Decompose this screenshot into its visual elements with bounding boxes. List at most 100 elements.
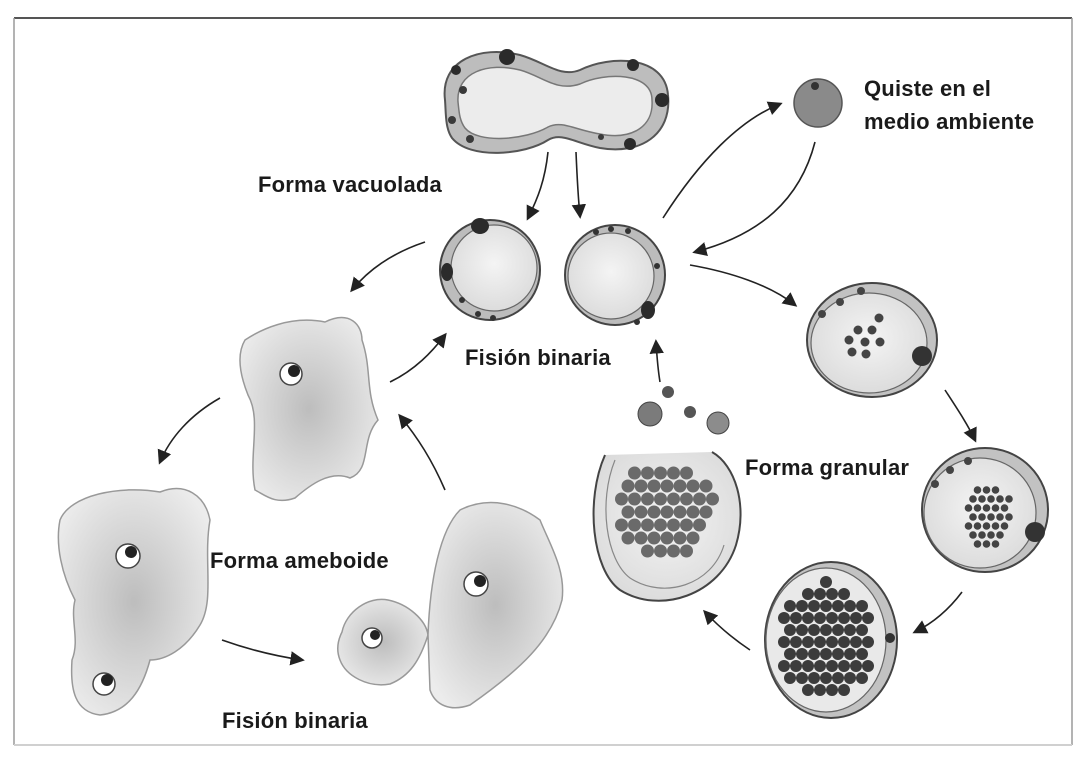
- granule: [820, 624, 832, 636]
- granule: [808, 624, 820, 636]
- daughter-cell-left: [440, 218, 540, 321]
- granule: [832, 648, 844, 660]
- granule: [826, 612, 838, 624]
- granular-cell-bursting: [594, 386, 741, 601]
- granule: [814, 636, 826, 648]
- granule: [674, 532, 687, 545]
- granule: [832, 624, 844, 636]
- granule: [996, 531, 1004, 539]
- granule: [674, 480, 687, 493]
- granule: [969, 495, 977, 503]
- granule: [974, 486, 982, 494]
- granule: [820, 648, 832, 660]
- granule: [667, 467, 680, 480]
- granule: [987, 531, 995, 539]
- granule: [784, 624, 796, 636]
- granule: [778, 636, 790, 648]
- granule: [996, 495, 1004, 503]
- granule: [693, 493, 706, 506]
- granule: [978, 495, 986, 503]
- granule: [814, 612, 826, 624]
- granule: [802, 588, 814, 600]
- granule: [790, 660, 802, 672]
- amoeboid-left: [58, 489, 210, 715]
- granular-cell-2: [922, 448, 1048, 572]
- label-quiste-line2: medio ambiente: [864, 105, 1034, 138]
- granule: [641, 493, 654, 506]
- granule: [628, 493, 641, 506]
- granule: [680, 493, 693, 506]
- granule: [615, 493, 628, 506]
- cyst: [794, 79, 842, 127]
- granule: [802, 660, 814, 672]
- granule: [661, 480, 674, 493]
- granule: [635, 532, 648, 545]
- granule: [1005, 513, 1013, 521]
- granule: [796, 672, 808, 684]
- granule: [978, 531, 986, 539]
- granule: [974, 540, 982, 548]
- granule: [832, 672, 844, 684]
- granule: [844, 648, 856, 660]
- amoeboid-dividing: [338, 503, 563, 708]
- granule: [654, 467, 667, 480]
- granule: [814, 660, 826, 672]
- granule: [1001, 522, 1009, 530]
- granule: [641, 519, 654, 532]
- granule: [687, 506, 700, 519]
- granule: [700, 506, 713, 519]
- granule: [844, 600, 856, 612]
- granular-cell-3: [765, 562, 897, 718]
- granule: [667, 519, 680, 532]
- granule: [974, 504, 982, 512]
- granule: [1001, 504, 1009, 512]
- granule: [648, 506, 661, 519]
- granule: [635, 506, 648, 519]
- granule: [796, 600, 808, 612]
- granule: [622, 506, 635, 519]
- granule: [796, 624, 808, 636]
- granule: [844, 672, 856, 684]
- granule: [808, 672, 820, 684]
- dividing-vacuolar-cell: [445, 49, 669, 153]
- label-fision-binaria-top: Fisión binaria: [465, 345, 611, 371]
- granule: [687, 480, 700, 493]
- granule: [978, 513, 986, 521]
- granule: [826, 588, 838, 600]
- granule: [856, 648, 868, 660]
- granule: [832, 600, 844, 612]
- granule: [641, 545, 654, 558]
- granule: [654, 519, 667, 532]
- granule: [661, 532, 674, 545]
- granule: [802, 612, 814, 624]
- granule: [987, 513, 995, 521]
- granule: [850, 612, 862, 624]
- granule: [654, 493, 667, 506]
- granule: [808, 600, 820, 612]
- granule: [844, 624, 856, 636]
- granule: [784, 600, 796, 612]
- granule: [784, 648, 796, 660]
- label-forma-ameboide: Forma ameboide: [210, 548, 389, 574]
- granule: [706, 493, 719, 506]
- label-forma-granular: Forma granular: [745, 455, 909, 481]
- granule: [661, 506, 674, 519]
- granule: [622, 480, 635, 493]
- granule: [680, 467, 693, 480]
- granule: [996, 513, 1004, 521]
- granule: [648, 480, 661, 493]
- granule: [654, 545, 667, 558]
- granule: [826, 684, 838, 696]
- granule: [974, 522, 982, 530]
- granule: [667, 493, 680, 506]
- granule: [648, 532, 661, 545]
- granule: [674, 506, 687, 519]
- granule: [850, 660, 862, 672]
- granule: [641, 467, 654, 480]
- granule: [838, 636, 850, 648]
- granule: [983, 540, 991, 548]
- granule: [778, 660, 790, 672]
- granule: [838, 612, 850, 624]
- granule: [826, 636, 838, 648]
